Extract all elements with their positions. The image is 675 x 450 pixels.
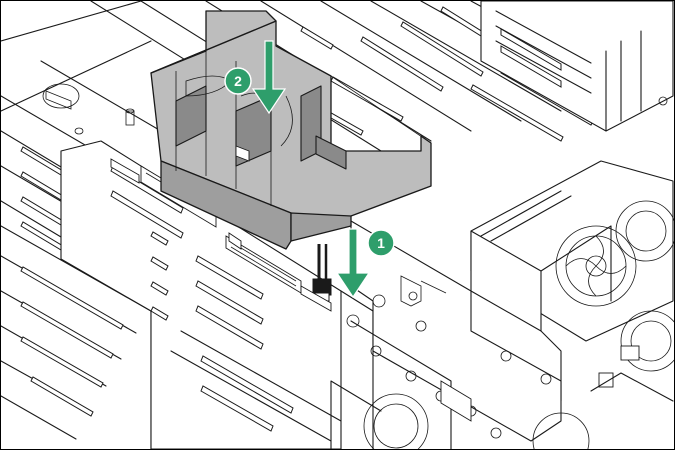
bottom-fans xyxy=(330,372,674,449)
callout-1-circle xyxy=(367,229,395,257)
baffle-cable xyxy=(300,244,332,312)
callout-1: 1 xyxy=(367,229,395,257)
callout-2-circle xyxy=(224,67,252,95)
fan-cage xyxy=(470,160,674,422)
top-right-panel xyxy=(480,1,674,132)
arrow-step-1 xyxy=(335,228,371,299)
callout-2-number: 2 xyxy=(234,73,242,89)
air-baffle xyxy=(150,10,432,250)
left-chassis xyxy=(1,1,162,449)
callout-1-number: 1 xyxy=(377,235,385,251)
bottom-bracket xyxy=(346,220,562,449)
arrow-step-2 xyxy=(251,40,287,115)
callout-2: 2 xyxy=(224,67,252,95)
center-slotted-wall xyxy=(60,140,374,449)
